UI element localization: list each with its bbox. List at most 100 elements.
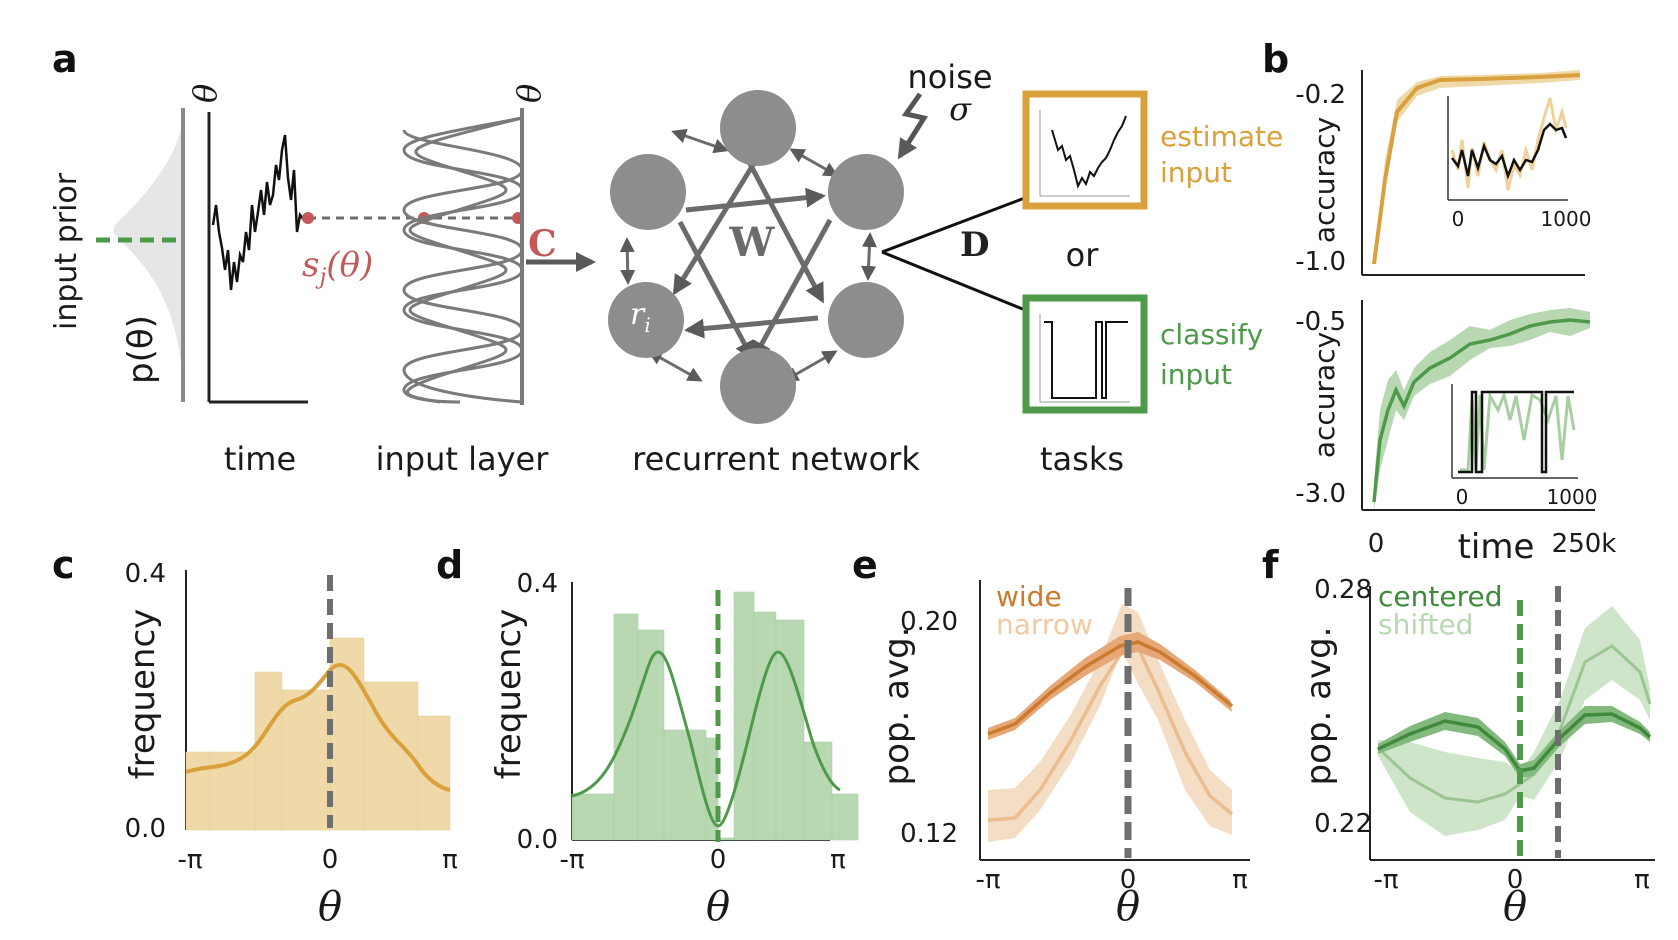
neuron-top-right: [828, 154, 904, 230]
d-histogram: [571, 591, 859, 841]
classify-task-box: [1022, 294, 1148, 414]
b-x1: 250k: [1552, 529, 1617, 559]
classify-label: classify: [1160, 318, 1263, 351]
b-top-ylabel: accuracy: [1308, 117, 1341, 243]
c-ytick-top: 0.4: [125, 559, 166, 589]
panel-label-c: c: [52, 543, 75, 587]
d-ytick-bottom: 0.0: [517, 825, 558, 855]
panel-label-b: b: [1262, 37, 1289, 81]
W-label: W: [729, 219, 776, 266]
b-bottom-curve: [1372, 318, 1591, 503]
C-label: C: [528, 223, 557, 265]
e-ytick-top: 0.20: [900, 607, 958, 637]
d-x-right: π: [830, 845, 846, 875]
f-ytick-bottom: 0.22: [1314, 809, 1372, 839]
b-bottom-inset-target: [1458, 390, 1574, 474]
p-theta-label: p(θ): [121, 315, 161, 384]
e-x-mid: 0: [1120, 865, 1137, 895]
f-legend-shifted: shifted: [1378, 608, 1473, 641]
b-top-ytick-top: -0.2: [1295, 80, 1346, 110]
e-x-right: π: [1232, 865, 1248, 895]
b-top-ytick-bottom: -1.0: [1295, 247, 1346, 277]
input-layer-tuning-curves: [402, 116, 524, 404]
theta-axis-label-2: θ: [510, 84, 548, 103]
theta-axis-label-1: θ: [186, 84, 224, 103]
r-i-label: ri: [630, 297, 651, 337]
b-top-inset-output: [1451, 122, 1568, 180]
f-x-mid: 0: [1507, 865, 1524, 895]
sigma-label: σ: [949, 90, 972, 128]
e-wide-curve: [987, 640, 1234, 736]
d-x-mid: 0: [710, 845, 727, 875]
prior-distribution: [113, 112, 183, 400]
c-histogram: [185, 637, 451, 831]
panel-f: f pop. avg. 0.28 0.22 centered shifted -…: [1262, 543, 1655, 930]
panel-e: e pop. avg. 0.20 0.12 wide narrow -π 0 π…: [852, 543, 1250, 930]
b-xlabel: time: [1458, 527, 1535, 567]
panel-a: a input prior p(θ) θ time sj(θ) θ input …: [49, 37, 1283, 478]
f-centered-band: [1378, 706, 1650, 778]
f-ylabel: pop. avg.: [1299, 627, 1339, 786]
c-density-curve: [185, 662, 451, 792]
e-narrow-band: [988, 604, 1232, 842]
input-layer-label: input layer: [376, 440, 550, 478]
tasks-label: tasks: [1040, 440, 1124, 478]
c-ytick-bottom: 0.0: [125, 814, 166, 844]
readout-line-bottom: [881, 250, 1031, 314]
panel-label-e: e: [852, 543, 878, 587]
neuron-top: [720, 90, 796, 166]
b-bottom-ylabel: accuracy: [1308, 332, 1341, 458]
classify-task-plot: [1039, 314, 1130, 403]
estimate-task-box: [1022, 90, 1148, 210]
s-j-label: sj(θ): [302, 245, 373, 290]
f-xlabel: θ: [1503, 884, 1527, 930]
input-trace: [211, 134, 305, 291]
b-x0: 0: [1368, 529, 1385, 559]
f-shifted-curve: [1376, 644, 1652, 804]
estimate-label: estimate: [1160, 120, 1283, 153]
time-label: time: [224, 440, 296, 478]
input-prior-label: input prior: [49, 172, 84, 330]
classify-label-2: input: [1160, 358, 1232, 391]
d-ylabel: frequency: [489, 609, 529, 780]
recurrent-network-label: recurrent network: [632, 440, 920, 478]
f-shifted-band: [1378, 606, 1650, 836]
noise-arrow: [897, 92, 929, 160]
b-bottom-inset-x0: 0: [1456, 485, 1469, 509]
recurrent-network: W ri: [608, 90, 904, 424]
neuron-bottom-left: [608, 282, 684, 358]
f-centered-curve: [1377, 712, 1652, 773]
panel-label-a: a: [52, 37, 78, 81]
D-label: D: [960, 225, 989, 265]
readout-line-top: [881, 194, 1031, 254]
b-bottom-ytick-bottom: -3.0: [1295, 479, 1346, 509]
e-x-left: -π: [975, 865, 1000, 895]
e-legend-narrow: narrow: [996, 608, 1093, 641]
or-label: or: [1066, 236, 1100, 274]
c-x-mid: 0: [322, 845, 339, 875]
e-ytick-bottom: 0.12: [900, 819, 958, 849]
b-top-inset-x0: 0: [1452, 207, 1465, 231]
b-bottom-inset-x1: 1000: [1547, 485, 1598, 509]
panel-b: b accuracy -0.2 -1.0 0 1000 accuracy -0.…: [1262, 37, 1616, 567]
sample-point-1: [302, 212, 314, 224]
c-x-right: π: [442, 845, 458, 875]
f-x-right: π: [1634, 865, 1650, 895]
b-top-inset-x1: 1000: [1541, 207, 1592, 231]
b-bottom-band: [1374, 308, 1590, 510]
d-ytick-top: 0.4: [517, 569, 558, 599]
e-legend-wide: wide: [996, 580, 1062, 613]
b-top-curve: [1372, 73, 1581, 265]
e-ylabel: pop. avg.: [877, 627, 917, 786]
e-xlabel: θ: [1116, 884, 1140, 930]
noise-label: noise: [907, 58, 992, 96]
c-xlabel: θ: [318, 884, 342, 930]
estimate-task-plot: [1039, 110, 1130, 197]
f-x-left: -π: [1373, 865, 1398, 895]
panel-c: c frequency 0.4 0.0 -π 0 π θ: [52, 543, 458, 930]
neuron-top-left: [610, 154, 686, 230]
f-ytick-top: 0.28: [1314, 575, 1372, 605]
neuron-bottom: [720, 348, 796, 424]
panel-label-f: f: [1262, 543, 1279, 587]
